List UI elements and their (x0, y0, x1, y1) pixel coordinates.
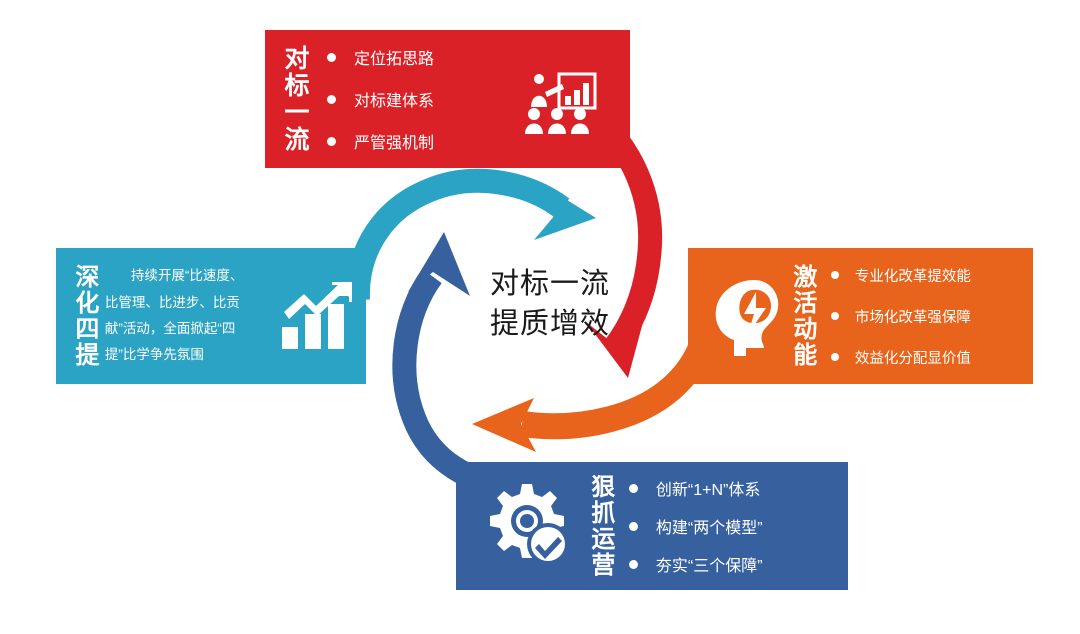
list-item: 专业化改革提效能 (830, 255, 971, 296)
list-item: 对标建体系 (327, 78, 434, 120)
bullet-text: 严管强机制 (354, 135, 435, 152)
center-title: 对标一流 提质增效 (455, 264, 645, 344)
center-title-line1: 对标一流 (489, 268, 610, 300)
panel-teal-paragraph: 持续开展“比速度、比管理、比进步、比贡献”活动，全面掀起“四提”比学争先氛围 (104, 268, 244, 363)
growth-bar-chart-arrow-icon (280, 282, 354, 355)
list-item: 创新“1+N”体系 (628, 469, 763, 507)
bullet-dot-icon (327, 136, 336, 146)
bullet-dot-icon (830, 312, 839, 320)
list-item: 效益化分配显价值 (830, 337, 971, 378)
center-title-line2: 提质增效 (489, 308, 610, 341)
bullet-text: 效益化分配显价值 (854, 350, 971, 367)
panel-blue-title: 狠抓运营 (586, 474, 614, 578)
panel-teal-title: 深化四提 (70, 264, 98, 368)
list-item: 夯实“三个保障” (628, 545, 763, 583)
bullet-dot-icon (327, 52, 336, 62)
bullet-dot-icon (830, 271, 839, 279)
bullet-text: 创新“1+N”体系 (655, 482, 761, 499)
presentation-chart-audience-icon (522, 72, 600, 139)
bullet-text: 构建“两个模型” (655, 520, 763, 537)
bullet-dot-icon (628, 559, 638, 569)
bullet-text: 市场化改革强保障 (854, 309, 971, 326)
bullet-dot-icon (628, 521, 638, 531)
list-item: 构建“两个模型” (628, 507, 763, 545)
gear-check-icon (484, 484, 570, 573)
list-item: 定位拓思路 (327, 36, 434, 78)
bullet-dot-icon (327, 94, 336, 104)
bullet-text: 定位拓思路 (354, 51, 435, 68)
head-brain-lightning-icon (710, 278, 782, 361)
panel-shenhua-siti[interactable]: 深化四提 持续开展“比速度、比管理、比进步、比贡献”活动，全面掀起“四提”比学争… (56, 248, 366, 384)
bullet-dot-icon (628, 483, 638, 493)
panel-duibiao-yiliu[interactable]: 对标一流 定位拓思路 对标建体系 严管强机制 (265, 30, 630, 168)
panel-henzhua-yunying[interactable]: 狠抓运营 创新“1+N”体系 构建“两个模型” 夯实“三个保障” (456, 462, 848, 590)
bullet-dot-icon (830, 353, 839, 361)
panel-red-title: 对标一流 (281, 45, 309, 153)
bullet-text: 对标建体系 (354, 93, 435, 110)
panel-orange-title: 激活动能 (788, 264, 816, 368)
bullet-text: 专业化改革提效能 (854, 268, 971, 285)
bullet-text: 夯实“三个保障” (655, 558, 763, 575)
panel-jihuo-dongneng[interactable]: 激活动能 专业化改革提效能 市场化改革强保障 效益化分配显价值 (688, 248, 1033, 384)
list-item: 市场化改革强保障 (830, 296, 971, 337)
panel-red-bullet-list: 定位拓思路 对标建体系 严管强机制 (327, 36, 434, 162)
panel-blue-bullet-list: 创新“1+N”体系 构建“两个模型” 夯实“三个保障” (628, 469, 763, 583)
panel-orange-bullet-list: 专业化改革提效能 市场化改革强保障 效益化分配显价值 (830, 255, 971, 378)
list-item: 严管强机制 (327, 120, 434, 162)
